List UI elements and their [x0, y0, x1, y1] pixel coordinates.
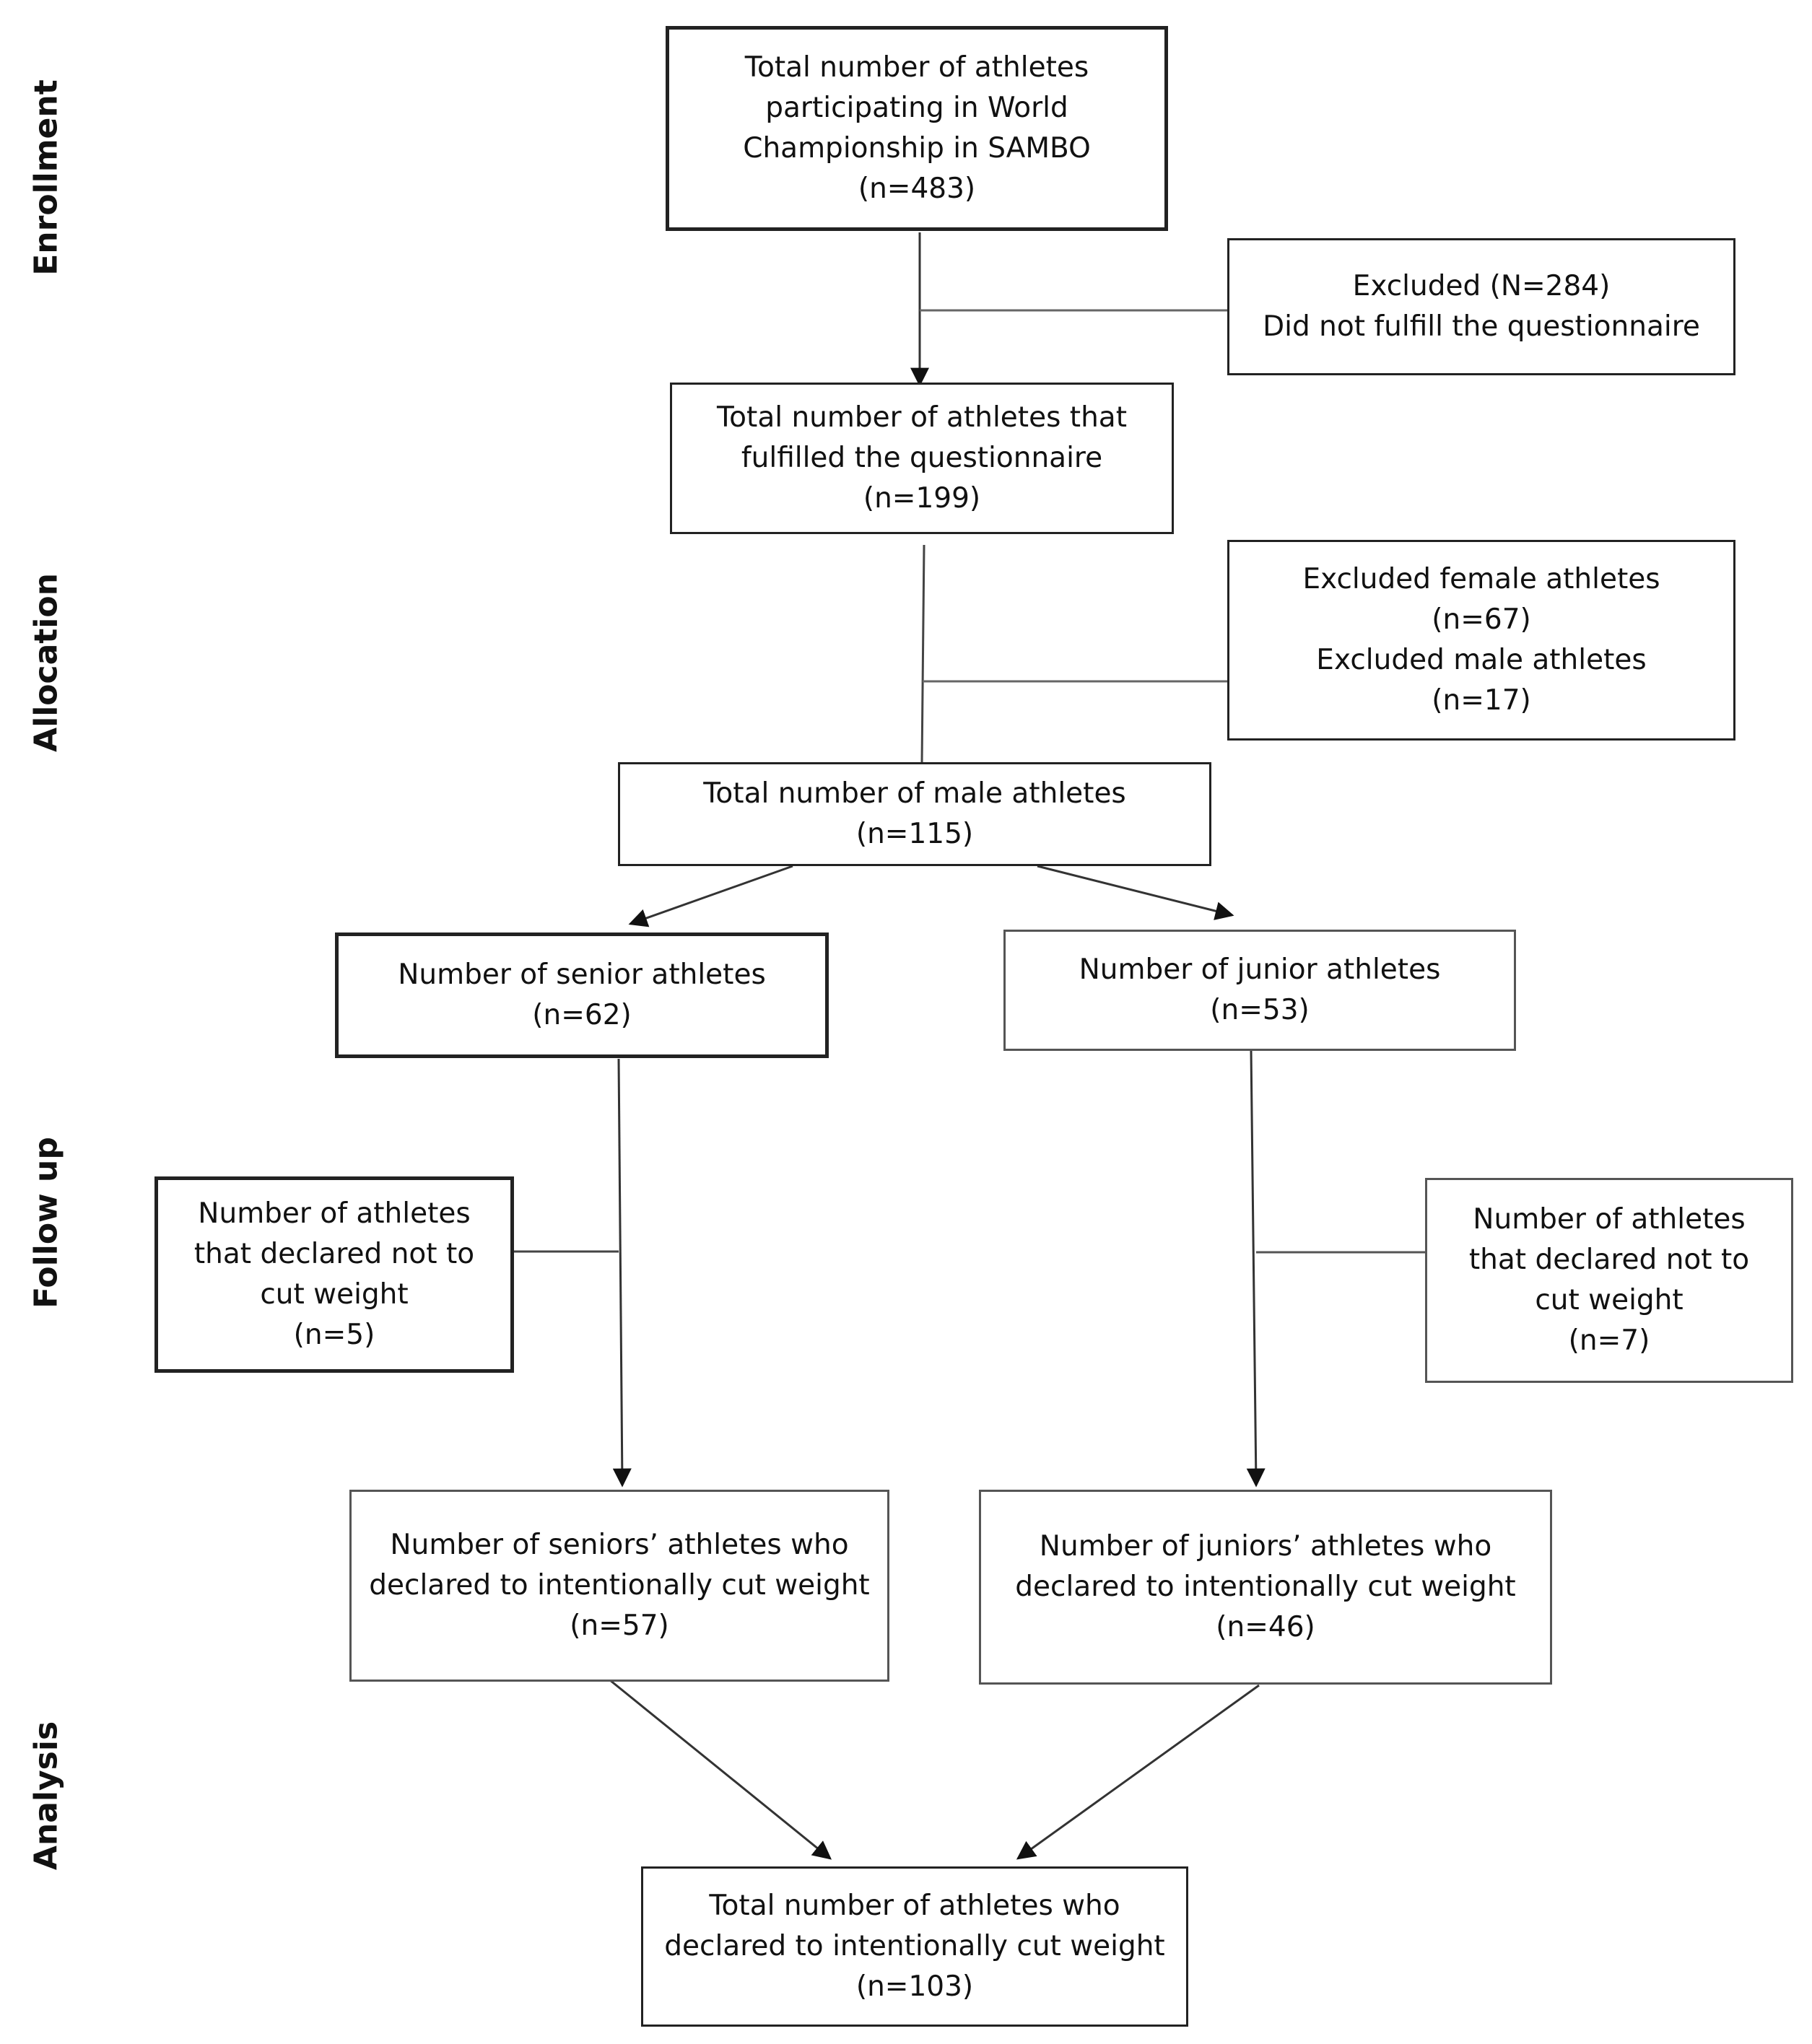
junior-cut-line1: Number of juniors’ athletes who [1039, 1530, 1492, 1563]
box-total-cut-weight: Total number of athletes who declared to… [641, 1866, 1188, 2027]
male-count: (n=115) [855, 818, 974, 850]
box-junior-cut-weight: Number of juniors’ athletes who declared… [979, 1490, 1552, 1685]
senior-cut-line1: Number of seniors’ athletes who [390, 1529, 849, 1561]
arrow-senior-cut-to-total [609, 1679, 832, 1860]
junior-line1: Number of junior athletes [1079, 953, 1441, 986]
total-count: (n=483) [858, 172, 976, 205]
senior-line1: Number of senior athletes [398, 958, 766, 991]
total-cut-line2: declared to intentionally cut weight [664, 1930, 1165, 1962]
box-senior-no-cut: Number of athletes that declared not to … [154, 1176, 514, 1373]
junior-no-cut-line2: that declared not to [1468, 1244, 1750, 1276]
excluded-female-count: (n=67) [1432, 603, 1531, 636]
junior-cut-count: (n=46) [1216, 1611, 1315, 1643]
total-line1: Total number of athletes [744, 51, 1089, 84]
junior-no-cut-count: (n=7) [1568, 1324, 1650, 1357]
excluded-male-label: Excluded male athletes [1316, 644, 1647, 676]
arrow-male-to-junior [1037, 865, 1234, 920]
senior-no-cut-count: (n=5) [293, 1319, 375, 1351]
excluded-questionnaire-line2: Did not fulfill the questionnaire [1263, 310, 1700, 343]
arrow-junior-cut-to-total [1016, 1684, 1260, 1860]
box-senior-athletes: Number of senior athletes (n=62) [335, 933, 829, 1058]
senior-cut-count: (n=57) [570, 1610, 669, 1642]
stage-enrollment-text: Enrollment [27, 79, 65, 276]
senior-no-cut-line1: Number of athletes [198, 1197, 471, 1230]
box-junior-athletes: Number of junior athletes (n=53) [1003, 930, 1516, 1051]
box-junior-no-cut: Number of athletes that declared not to … [1425, 1178, 1793, 1383]
senior-no-cut-line2: that declared not to [193, 1238, 475, 1270]
box-senior-cut-weight: Number of seniors’ athletes who declared… [349, 1490, 889, 1682]
male-line1: Total number of male athletes [703, 777, 1126, 810]
line-fulfilled-to-male [920, 544, 925, 764]
junior-no-cut-line1: Number of athletes [1473, 1203, 1746, 1236]
excluded-female-label: Excluded female athletes [1302, 563, 1660, 595]
box-excluded-questionnaire: Excluded (N=284) Did not fulfill the que… [1227, 238, 1735, 375]
box-male-athletes: Total number of male athletes (n=115) [618, 762, 1211, 866]
box-excluded-sex: Excluded female athletes (n=67) Excluded… [1227, 540, 1735, 741]
senior-cut-line2: declared to intentionally cut weight [369, 1569, 870, 1602]
junior-count: (n=53) [1210, 994, 1310, 1026]
total-line3: Championship in SAMBO [743, 132, 1091, 165]
senior-count: (n=62) [532, 999, 632, 1031]
arrow-junior-to-junior-cut [1246, 1049, 1266, 1488]
excluded-questionnaire-line1: Excluded (N=284) [1352, 270, 1611, 302]
box-total-participants: Total number of athletes participating i… [666, 26, 1168, 231]
junior-cut-line2: declared to intentionally cut weight [1015, 1571, 1516, 1603]
fulfilled-line1: Total number of athletes that [716, 401, 1127, 434]
fulfilled-count: (n=199) [863, 482, 981, 515]
total-line2: participating in World [765, 92, 1068, 124]
arrow-senior-to-senior-cut [612, 1058, 632, 1488]
senior-no-cut-line3: cut weight [260, 1278, 409, 1311]
arrow-male-to-senior [628, 865, 793, 927]
box-fulfilled-questionnaire: Total number of athletes that fulfilled … [670, 383, 1174, 534]
stage-allocation-text: Allocation [27, 573, 65, 752]
stage-follow-up-text: Follow up [27, 1137, 65, 1309]
total-cut-line1: Total number of athletes who [709, 1890, 1120, 1922]
junior-no-cut-line3: cut weight [1535, 1284, 1683, 1316]
total-cut-count: (n=103) [855, 1970, 974, 2003]
stage-analysis-text: Analysis [27, 1721, 65, 1871]
excluded-male-count: (n=17) [1432, 684, 1531, 717]
fulfilled-line2: fulfilled the questionnaire [741, 442, 1103, 474]
